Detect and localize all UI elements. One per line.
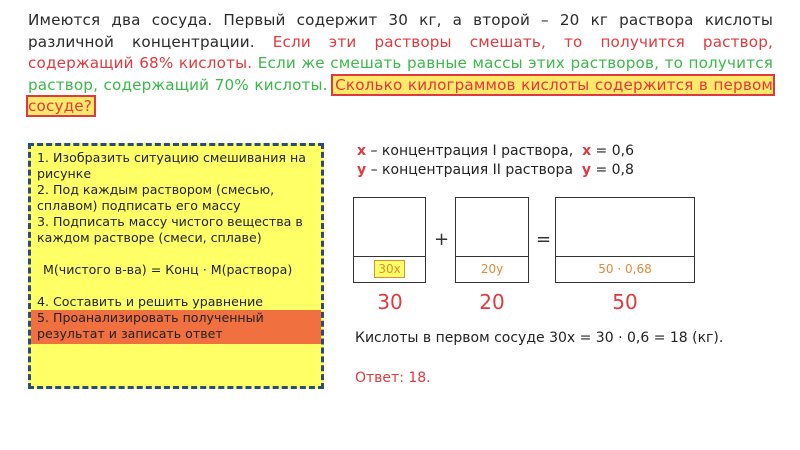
mixture-box <box>555 197 695 283</box>
problem-text: Имеются два сосуда. Первый содержит 30 к… <box>26 10 775 118</box>
result-line: Кислоты в первом сосуде 30x = 30 · 0,6 =… <box>355 330 724 346</box>
step-2: 2. Под каждым раствором (смесью, сплавом… <box>37 182 275 213</box>
step-3: 3. Подписать массу чистого вещества в ка… <box>37 214 303 245</box>
mixture-acid-label: 50 · 0,68 <box>598 262 652 276</box>
steps-box: 1. Изобразить ситуацию смешивания на рис… <box>28 143 324 389</box>
mass-1: 30 <box>377 290 403 314</box>
answer-line: Ответ: 18. <box>355 370 431 386</box>
equals-sign: = <box>536 229 552 250</box>
problem-part-3: Если же смешать равные массы этих раство… <box>28 54 773 94</box>
y-definition: y – концентрация II раствора y = 0,8 <box>357 162 634 178</box>
step-4: 4. Составить и решить уравнение <box>37 294 263 309</box>
vessel-2-box <box>455 197 529 283</box>
vessel-2-acid-label: 20y <box>480 262 504 276</box>
mass-mixture: 50 <box>612 290 638 314</box>
mass-2: 20 <box>479 290 505 314</box>
variables: x – концентрация I раствора, x = 0,6 y –… <box>357 142 634 180</box>
step-5: 5. Проанализировать полученный результат… <box>31 310 321 344</box>
x-definition: x – концентрация I раствора, x = 0,6 <box>357 143 634 159</box>
vessel-1-acid-label: 30x <box>374 260 405 278</box>
problem-part-2: Если эти растворы смешать, то получится … <box>28 32 773 73</box>
problem-part-1: Имеются два сосуда. Первый содержит 30 к… <box>28 11 773 51</box>
mass-formula: M(чистого в-ва) = Конц · M(раствора) <box>43 262 293 277</box>
plus-sign: + <box>434 229 450 250</box>
step-1: 1. Изобразить ситуацию смешивания на рис… <box>37 150 306 181</box>
